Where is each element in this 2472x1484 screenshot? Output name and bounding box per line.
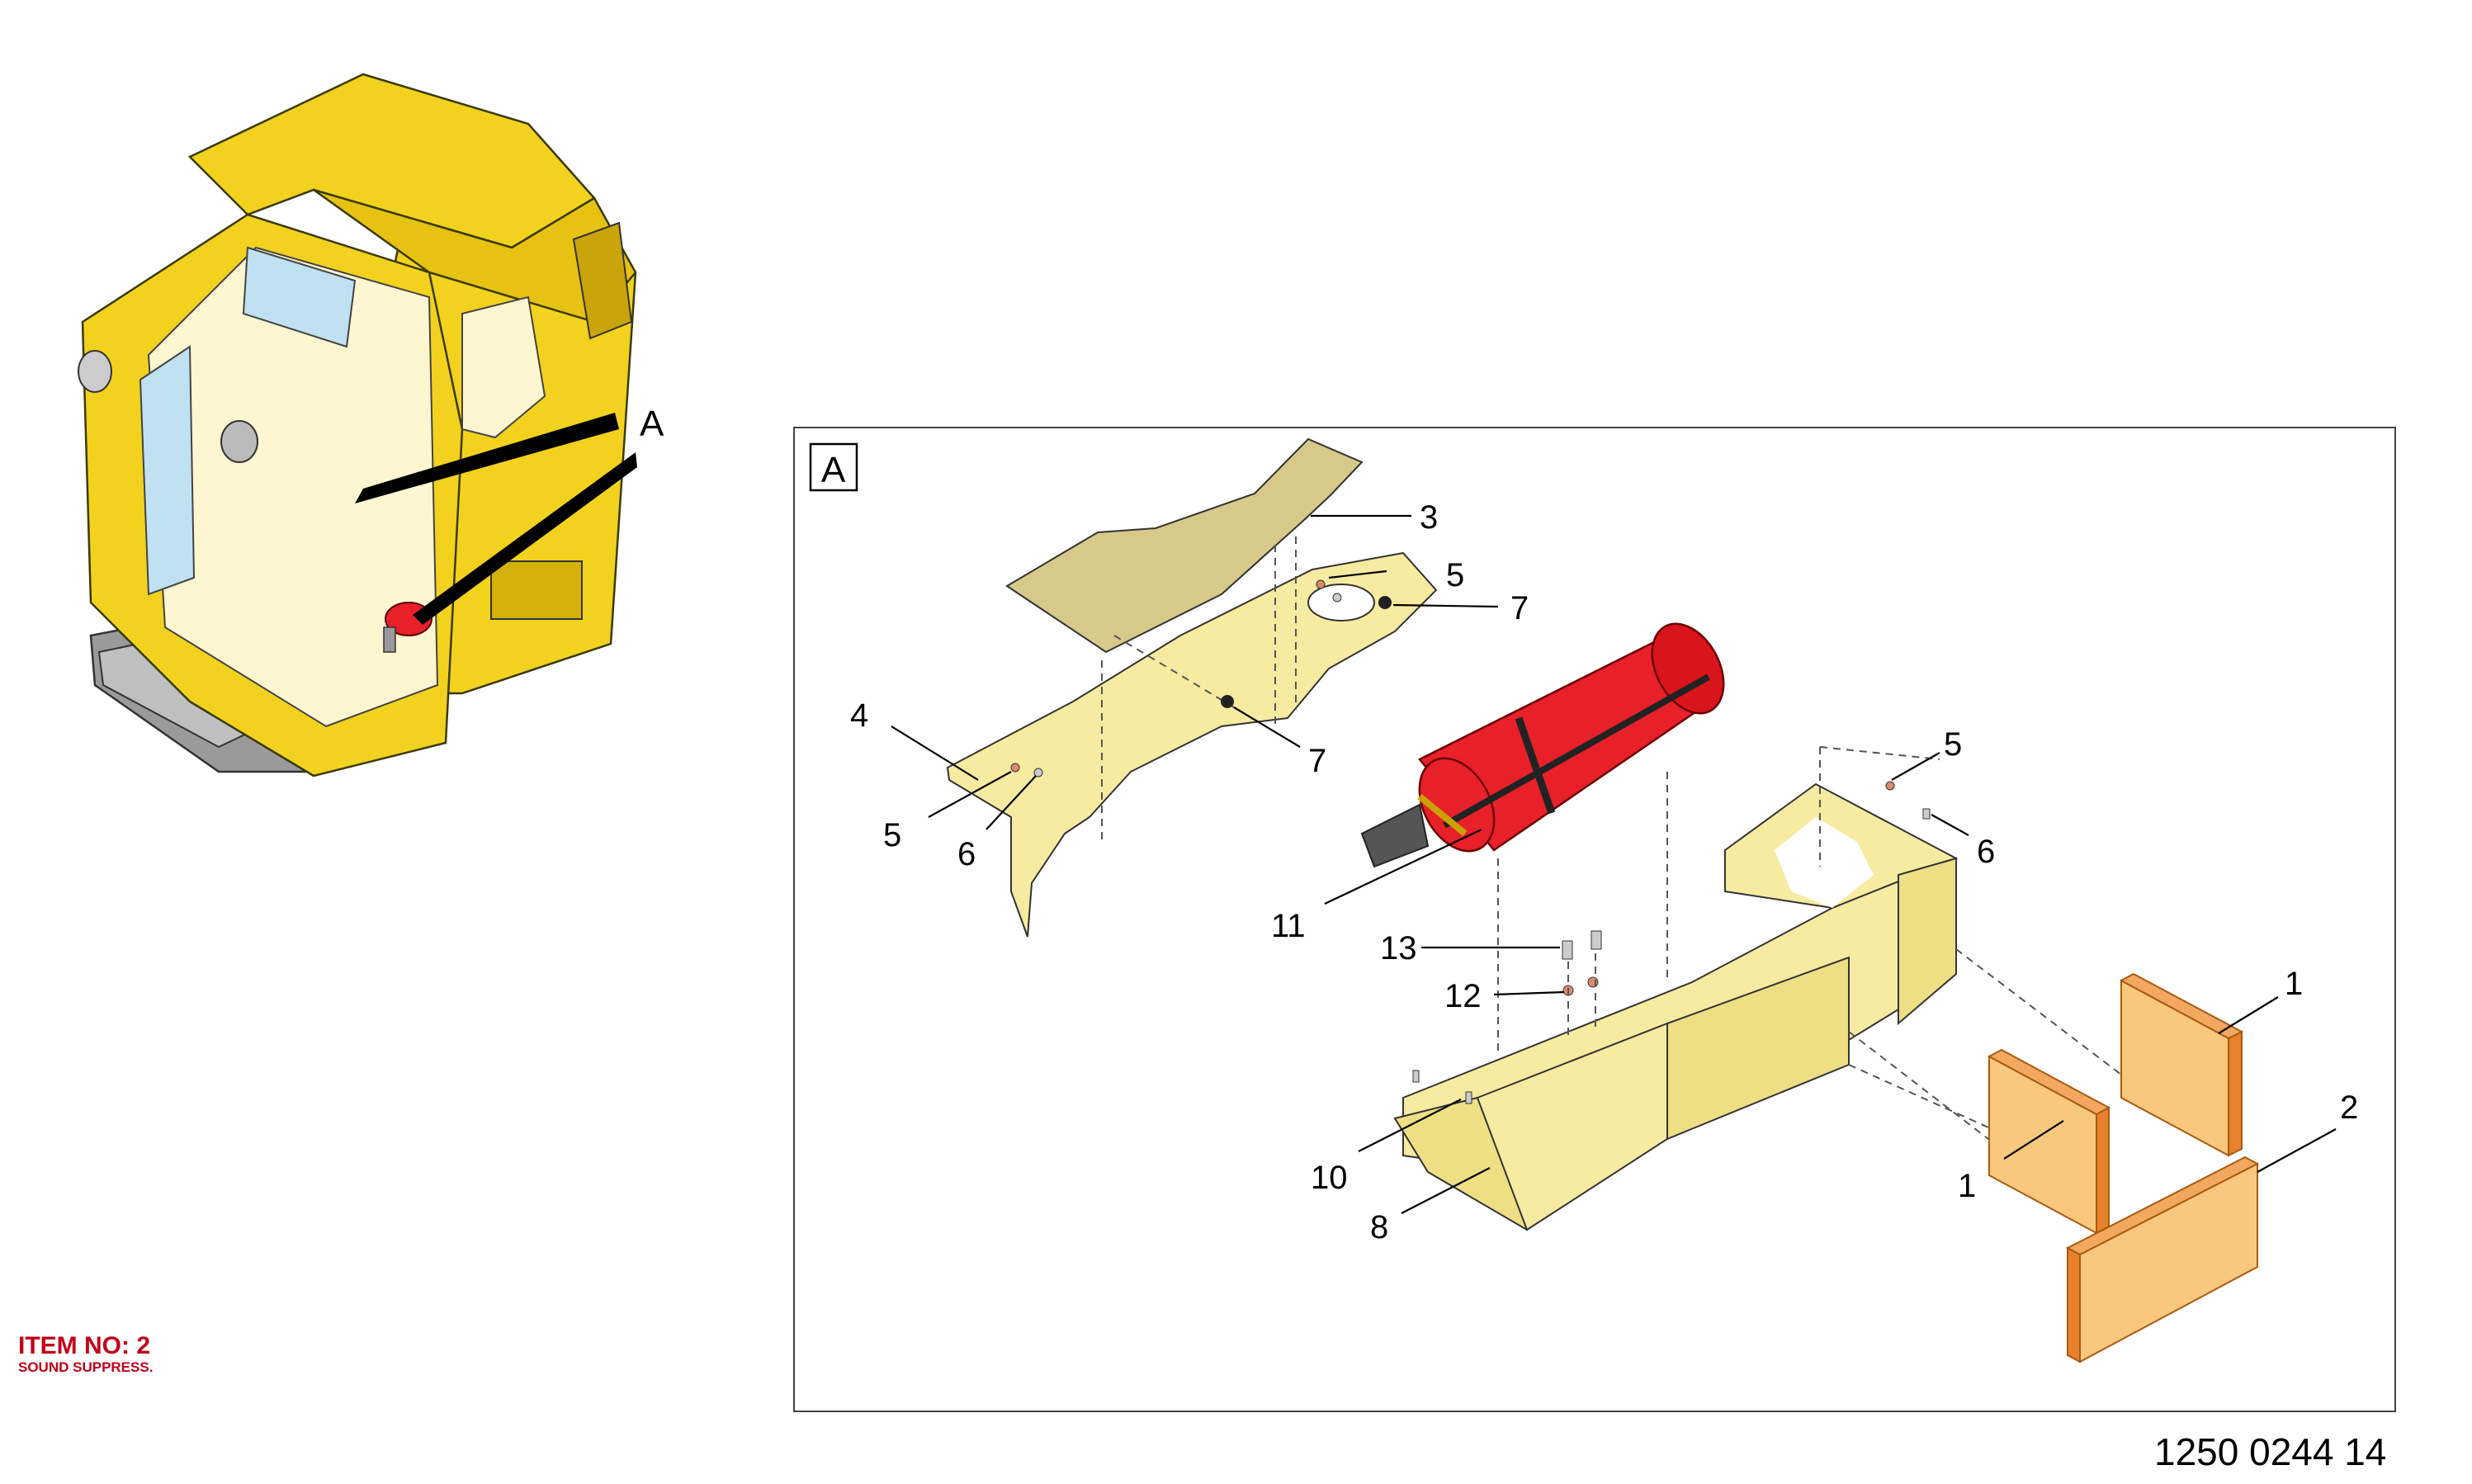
callouts: 3 5 7 4 5 6 7 11 13 12 10 8 5 6 1 1 2 <box>850 499 2358 1245</box>
item-description: SOUND SUPPRESS. <box>18 1359 153 1375</box>
callout-12: 12 <box>1444 978 1482 1014</box>
cab-illustration <box>78 73 637 777</box>
view-label: A <box>640 404 664 444</box>
callout-11: 11 <box>1271 908 1306 944</box>
callout-5-left: 5 <box>883 817 901 853</box>
callout-7-top: 7 <box>1510 590 1529 626</box>
item-number: ITEM NO: 2 <box>18 1332 150 1359</box>
detail-label-box <box>809 442 858 492</box>
callout-1-right: 1 <box>2285 966 2303 1002</box>
callout-4: 4 <box>850 697 868 734</box>
callout-6-left: 6 <box>957 836 976 872</box>
part-3-cover <box>1005 437 1364 654</box>
part-11-extinguisher <box>1360 622 1725 868</box>
detail-label: A <box>821 450 846 490</box>
callout-5-right: 5 <box>1944 726 1962 763</box>
bracket-hole <box>1307 584 1375 621</box>
callout-8: 8 <box>1370 1209 1388 1245</box>
callout-1-left: 1 <box>1958 1168 1976 1204</box>
document-number: 1250 0244 14 <box>2154 1430 2386 1473</box>
callout-3: 3 <box>1420 499 1438 536</box>
leader-lines <box>891 514 2337 1214</box>
part-8-housing <box>1393 782 1959 1231</box>
callout-13: 13 <box>1380 930 1417 966</box>
detail-frame <box>793 427 2396 1412</box>
callout-5-top: 5 <box>1446 557 1464 593</box>
callout-2: 2 <box>2340 1089 2358 1126</box>
callout-10: 10 <box>1311 1160 1348 1196</box>
callout-7-mid: 7 <box>1308 743 1326 779</box>
view-a-pointer: A <box>355 404 664 625</box>
callout-6-right: 6 <box>1977 834 1995 870</box>
part-4-bracket <box>946 551 1438 938</box>
insulation-pads <box>1987 972 2260 1363</box>
